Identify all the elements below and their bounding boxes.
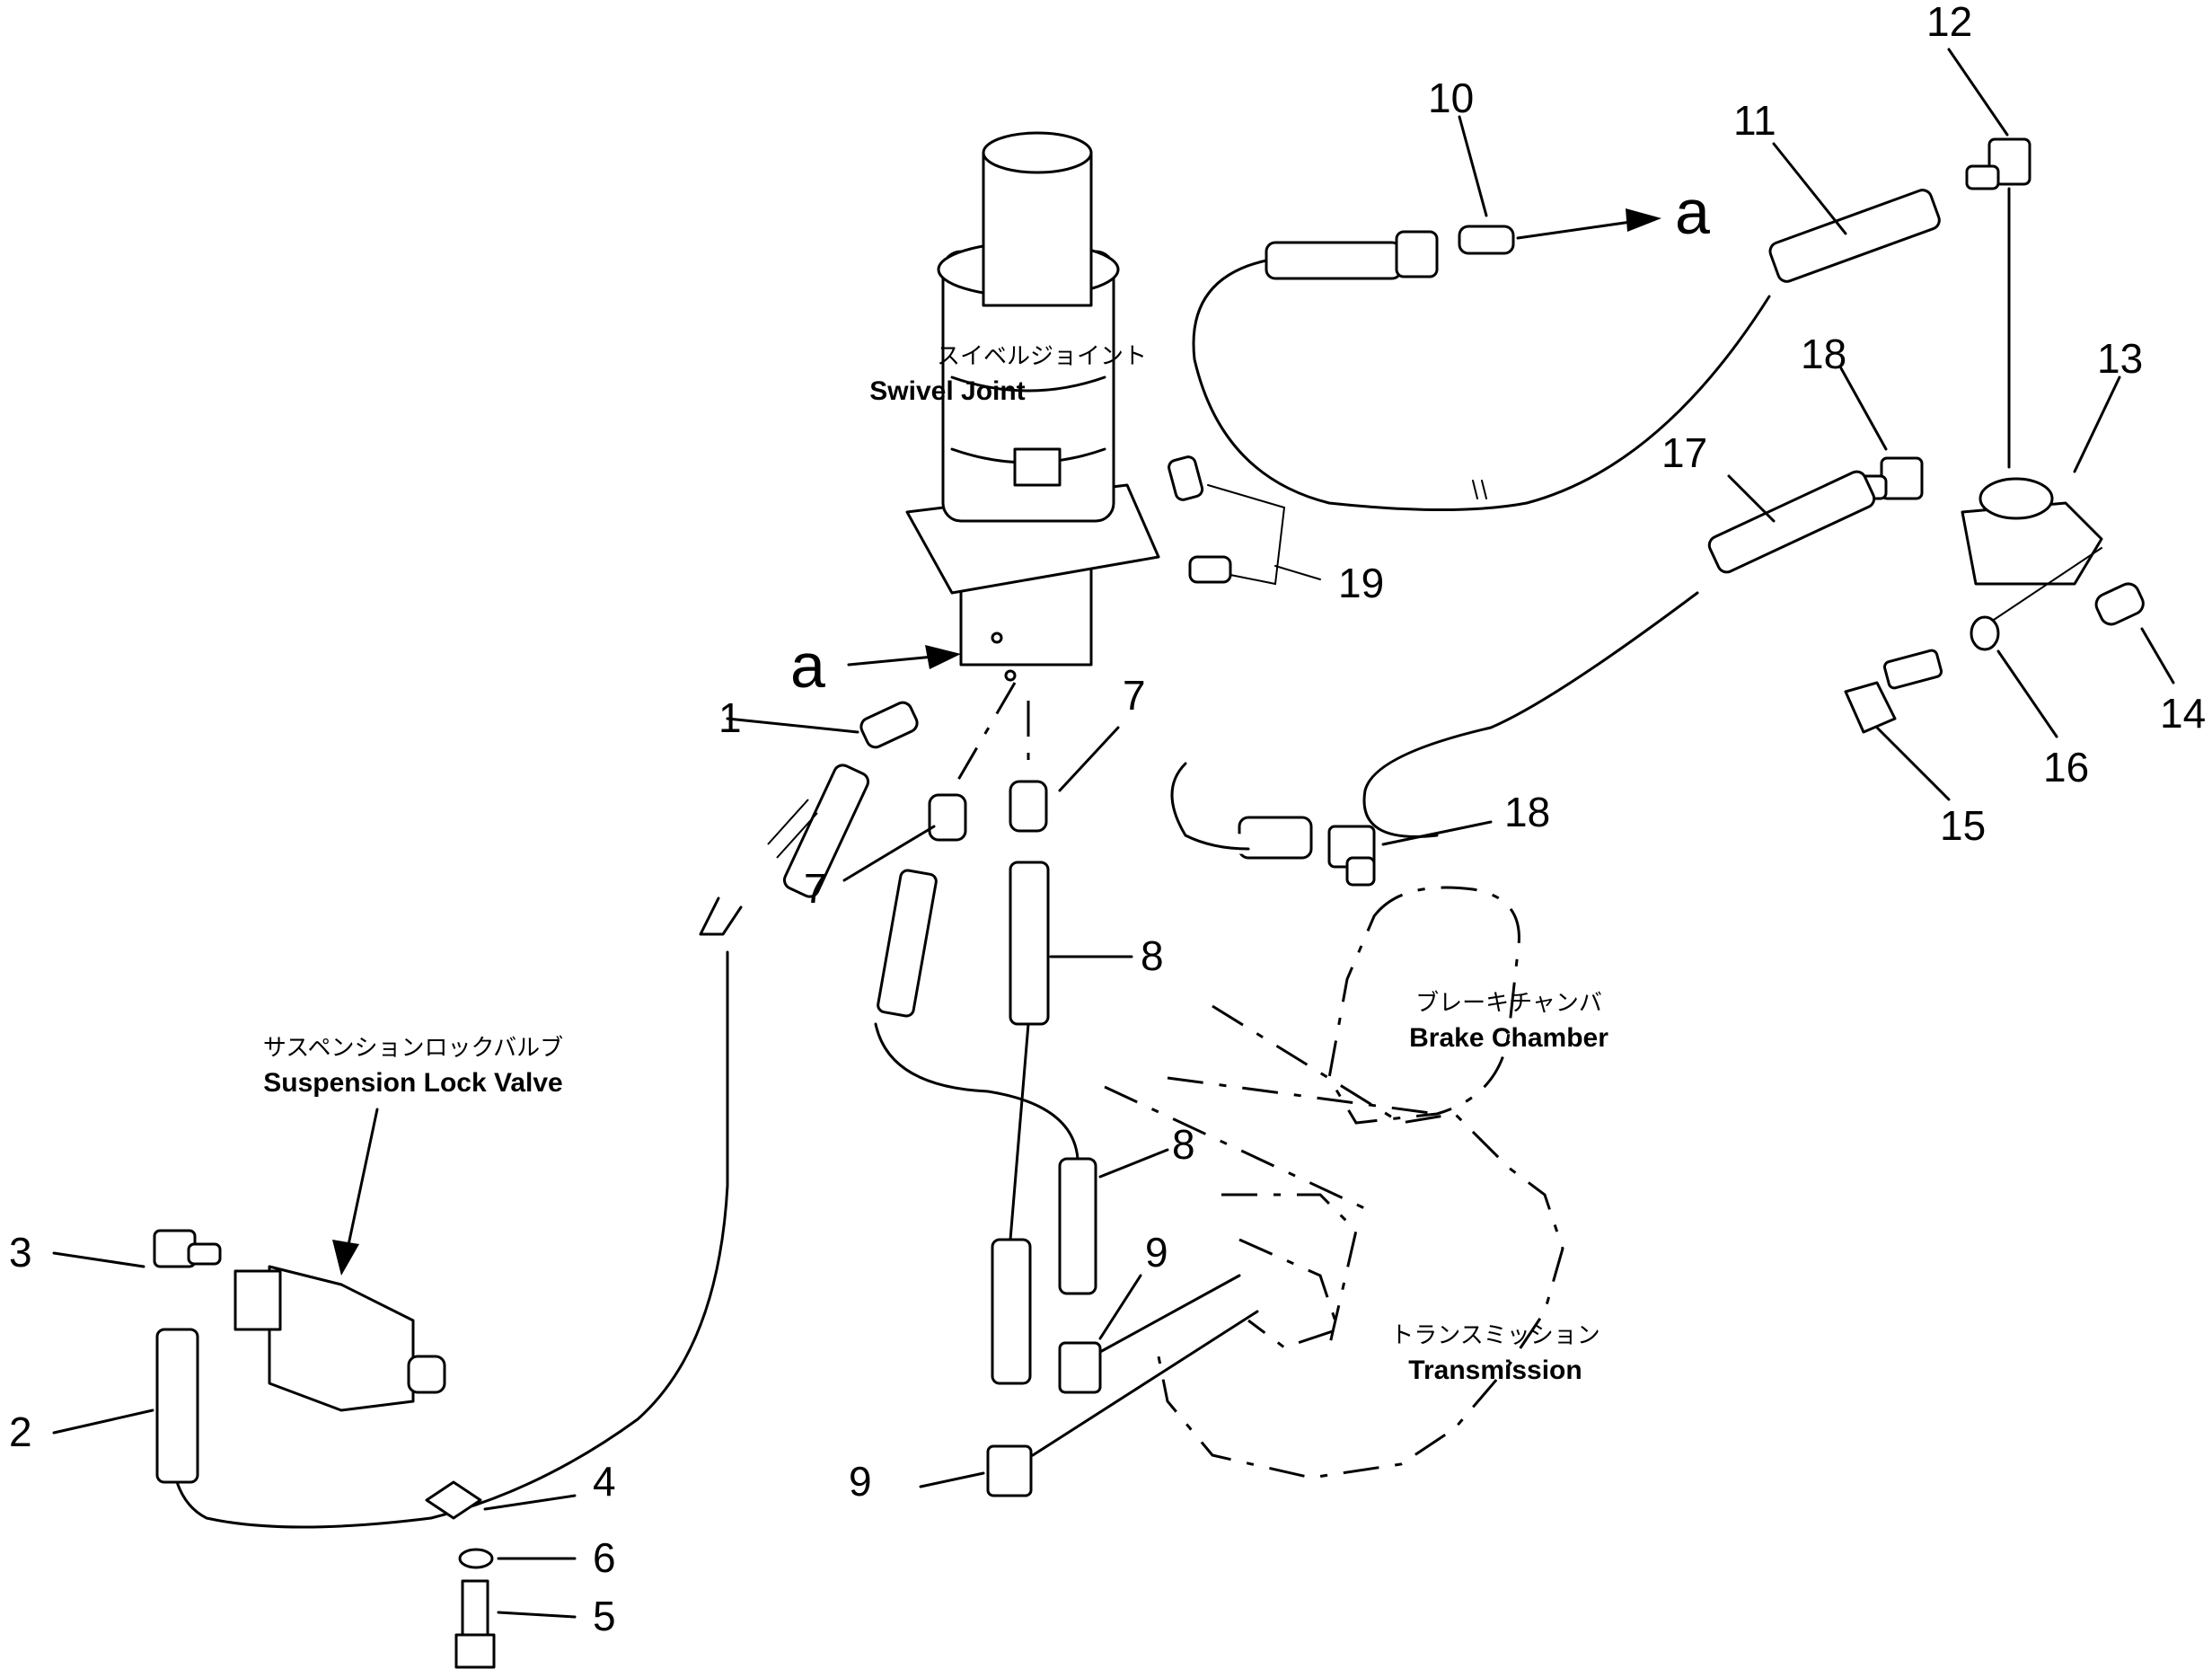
brake-chamber-label-ja: ブレーキチャンバ xyxy=(1415,990,1602,1017)
part-9: 9 9 xyxy=(849,1229,1259,1505)
brake-chamber: ブレーキチャンバ Brake Chamber xyxy=(1327,886,1608,1125)
part-number-11: 11 xyxy=(1733,97,1776,144)
parts-4-5-6: 4 6 5 xyxy=(425,1458,616,1669)
part-18-upper: 18 xyxy=(1801,331,1924,500)
part-number-13: 13 xyxy=(2097,335,2143,382)
part-12: 12 xyxy=(1926,0,2031,469)
part-8: 8 8 xyxy=(874,861,1195,1385)
part-number-7-lower: 7 xyxy=(804,865,827,912)
part-7: 7 7 xyxy=(804,672,1146,912)
part-number-2: 2 xyxy=(9,1408,32,1455)
swivel-joint-label-ja: スイベルジョイント xyxy=(937,343,1147,370)
suspension-lock-valve-label-ja: サスペンションロックバルブ xyxy=(263,1035,563,1062)
part-number-16: 16 xyxy=(2043,744,2089,790)
part-number-6: 6 xyxy=(593,1534,616,1581)
swivel-joint-label-en: Swivel Joint xyxy=(869,376,1025,406)
part-number-12: 12 xyxy=(1926,0,1972,45)
suspension-lock-valve: サスペンションロックバルブ Suspension Lock Valve xyxy=(234,1035,563,1412)
part-16: 16 xyxy=(1970,615,2089,790)
part-number-7-upper: 7 xyxy=(1123,672,1146,719)
suspension-lock-valve-label-en: Suspension Lock Valve xyxy=(263,1068,562,1098)
part-number-8-lower: 8 xyxy=(1172,1121,1195,1168)
part-3: 3 xyxy=(9,1229,222,1276)
part-18-lower: 18 xyxy=(1170,754,1550,887)
part-15: 15 xyxy=(1844,649,1986,849)
swivel-joint: スイベルジョイント Swivel Joint xyxy=(869,131,1160,682)
part-1: 1 xyxy=(718,694,919,749)
callout-a-left: a xyxy=(790,631,961,701)
part-number-19: 19 xyxy=(1338,560,1384,606)
part-number-17: 17 xyxy=(1661,429,1707,476)
hose-to-suspension-valve xyxy=(169,764,870,1529)
part-number-4: 4 xyxy=(593,1458,616,1505)
brake-chamber-label-en: Brake Chamber xyxy=(1409,1023,1608,1053)
part-number-10: 10 xyxy=(1428,75,1474,121)
part-number-3: 3 xyxy=(9,1229,32,1276)
part-number-18-lower: 18 xyxy=(1504,789,1550,835)
part-17: 17 xyxy=(1362,429,1876,838)
part-number-5: 5 xyxy=(593,1593,616,1639)
part-11: 11 xyxy=(1733,97,1941,283)
transmission-label-ja: トランスミッション xyxy=(1390,1322,1600,1349)
part-13: 13 xyxy=(1961,335,2143,621)
part-number-8-upper: 8 xyxy=(1141,932,1164,979)
hose-top xyxy=(1192,230,1771,511)
part-2: 2 xyxy=(9,1328,199,1484)
callout-a-right: a xyxy=(1675,177,1710,247)
part-number-9-lower: 9 xyxy=(849,1458,872,1505)
part-number-15: 15 xyxy=(1940,802,1986,849)
part-number-1: 1 xyxy=(718,694,742,741)
part-number-14: 14 xyxy=(2160,690,2206,737)
part-number-18-upper: 18 xyxy=(1801,331,1846,377)
part-number-9-upper: 9 xyxy=(1145,1229,1168,1276)
svg-text:a: a xyxy=(790,631,825,701)
transmission-label-en: Transmission xyxy=(1408,1356,1582,1385)
transmission: トランスミッション Transmission xyxy=(1104,1004,1600,1479)
part-19: 19 xyxy=(1168,455,1384,606)
part-14: 14 xyxy=(2094,582,2206,737)
part-10: a 10 xyxy=(1428,75,1710,255)
